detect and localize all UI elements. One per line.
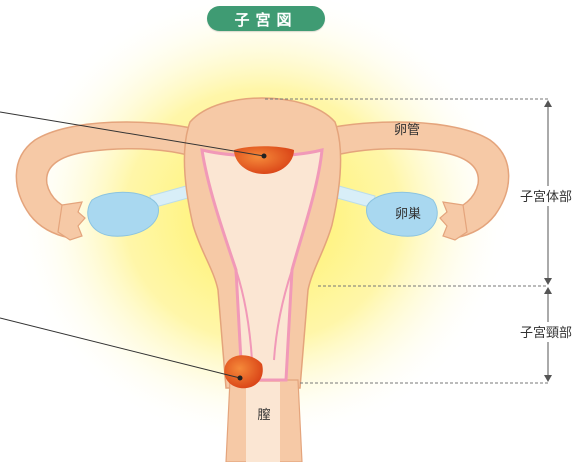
body-arrow-bottom	[544, 278, 552, 285]
lower-pointer-dot	[238, 376, 243, 381]
label-uterine-body: 子宮体部	[520, 189, 572, 205]
diagram-title: 子宮図	[207, 9, 325, 30]
cervix-arrow-bottom	[544, 375, 552, 382]
lower-lesion	[224, 355, 263, 388]
cervix-arrow-top	[544, 287, 552, 294]
label-fallopian-tube: 卵管	[394, 123, 420, 138]
label-ovary: 卵巣	[395, 207, 421, 222]
upper-pointer-dot	[262, 154, 267, 159]
label-vagina: 膣	[257, 407, 270, 423]
title-badge: 子宮図	[207, 6, 325, 31]
body-arrow-top	[544, 100, 552, 107]
label-uterine-cervix: 子宮頸部	[520, 325, 572, 341]
